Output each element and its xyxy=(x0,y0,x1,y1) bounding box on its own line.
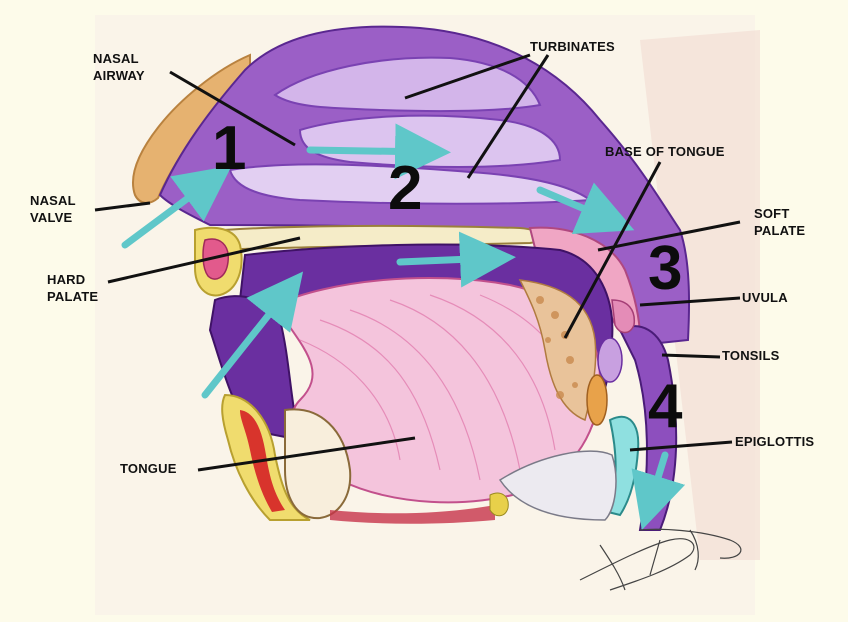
airflow-arrow-oral xyxy=(400,258,495,262)
label-tongue: TONGUE xyxy=(120,460,177,477)
label-epiglottis: EPIGLOTTIS xyxy=(735,433,814,450)
label-tonsils: TONSILS xyxy=(722,347,780,364)
label-base-of-tongue: BASE OF TONGUE xyxy=(605,143,725,160)
label-uvula: UVULA xyxy=(742,289,788,306)
region-number-3: 3 xyxy=(648,238,682,300)
region-number-1: 1 xyxy=(212,118,246,180)
airflow-arrow-nasal-airway xyxy=(310,150,430,152)
turbinate-middle xyxy=(300,116,560,167)
region-number-2: 2 xyxy=(388,158,422,220)
region-number-4: 4 xyxy=(648,376,682,438)
label-turbinates: TURBINATES xyxy=(530,38,615,55)
